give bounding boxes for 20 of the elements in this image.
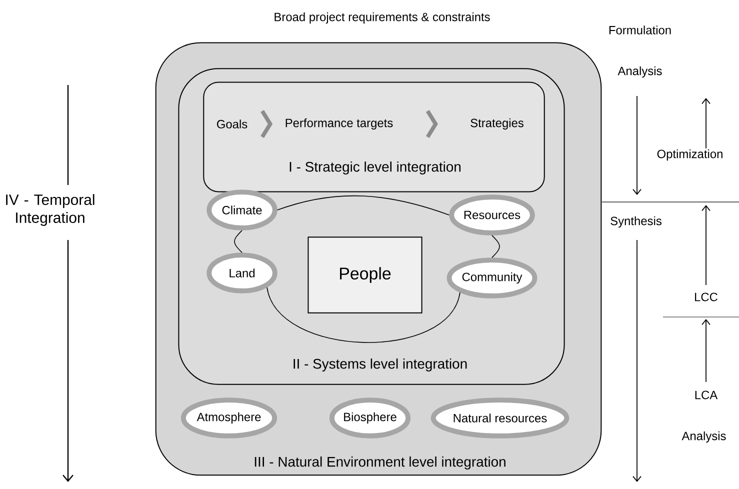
ellipse-node: Biosphere <box>329 398 411 438</box>
connector-curve <box>234 230 242 253</box>
step-label: Synthesis <box>610 216 662 228</box>
title: Broad project requirements & constraints <box>274 12 490 24</box>
step-label: LCC <box>695 292 718 302</box>
step-text: Goals <box>216 120 248 128</box>
people-box: People <box>308 236 422 314</box>
ellipse-node: Atmosphere <box>180 398 278 438</box>
connector-curve <box>276 195 450 216</box>
side-label: IV - Temporal Integration <box>6 194 94 226</box>
ellipse-node: Natural resources <box>430 398 570 438</box>
connector-curve <box>492 235 500 258</box>
step-label: Analysis <box>618 66 662 78</box>
step-text: Performance targets <box>286 118 393 130</box>
step-label: LCA <box>695 390 718 400</box>
connector-curve <box>266 287 460 343</box>
step-text: Strategies <box>470 118 524 130</box>
step-label: Analysis <box>682 431 726 443</box>
step-label: Optimization <box>656 148 724 162</box>
step-label: Formulation <box>609 26 671 34</box>
